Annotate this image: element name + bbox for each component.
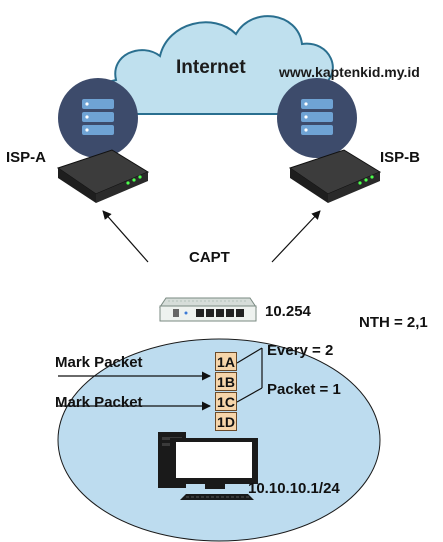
subnet-label: 10.10.10.1/24	[248, 480, 340, 497]
mark-packet-label-1: Mark Packet	[55, 354, 143, 371]
isp-a-label: ISP-A	[6, 149, 47, 166]
packet-count-label: Packet = 1	[267, 381, 341, 398]
website-watermark: www.kaptenkid.my.id	[279, 64, 420, 80]
internet-label: Internet	[176, 57, 246, 78]
capt-label: CAPT	[189, 249, 230, 266]
mark-packet-label-2: Mark Packet	[55, 394, 143, 411]
every-label: Every = 2	[267, 342, 334, 359]
isp-b-server-icon	[277, 78, 357, 158]
isp-b-label: ISP-B	[380, 149, 421, 166]
packet-1a: 1A	[215, 352, 237, 371]
router-ip-label: 10.254	[265, 303, 311, 320]
nth-label: NTH = 2,1	[359, 314, 428, 331]
isp-a-modem-icon	[56, 149, 150, 203]
isp-a-server-icon	[58, 78, 138, 158]
isp-b-modem-icon	[288, 149, 382, 203]
arrow-to-isp-b	[271, 210, 321, 263]
arrow-to-isp-a	[102, 210, 149, 263]
pc-computer-icon	[158, 432, 258, 500]
packet-1d: 1D	[215, 412, 237, 431]
mikrotik-router-icon	[159, 297, 257, 322]
packet-1c: 1C	[215, 392, 237, 411]
packet-1b: 1B	[215, 372, 237, 391]
